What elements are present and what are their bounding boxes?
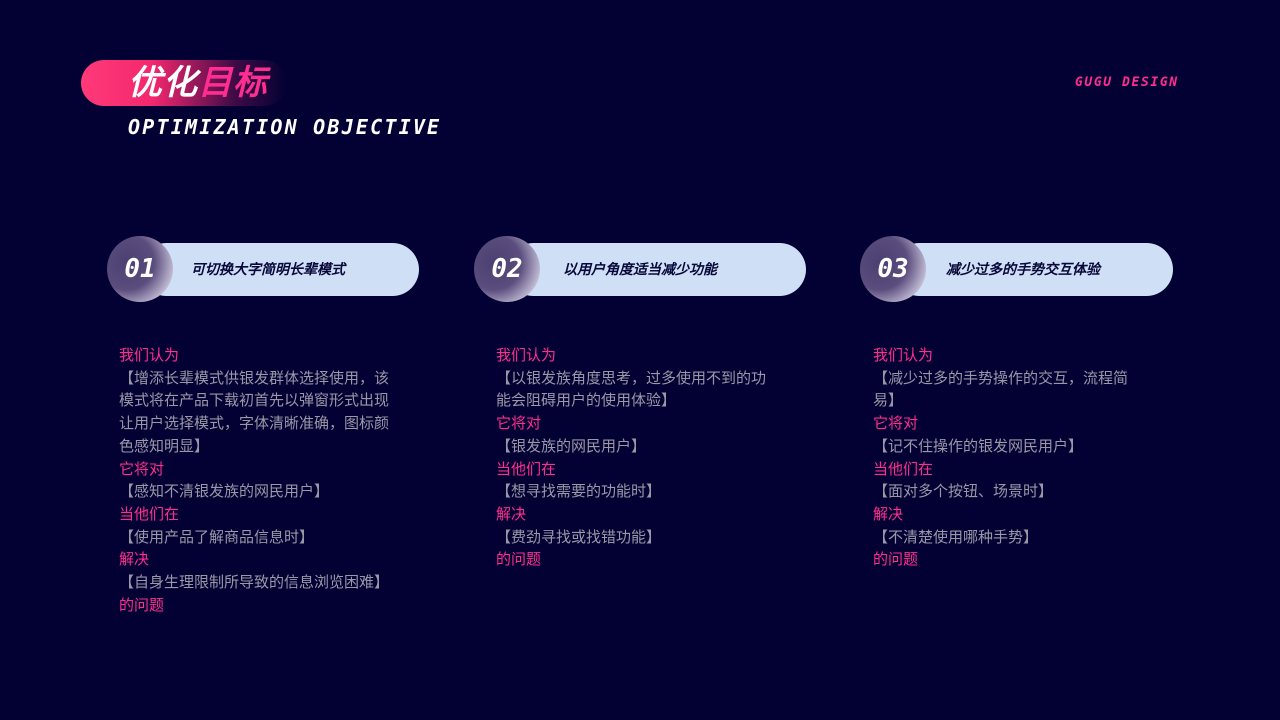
card-3-solve-text: 【不清楚使用哪种手势】 <box>873 527 1039 546</box>
card-2-we-think-line: 【以银发族角度思考，过多使用不到的功 <box>496 368 767 387</box>
card-3-we-think-label: 我们认为 <box>873 346 934 364</box>
page-title-part2: 目标 <box>198 63 268 103</box>
card-1-heading: 可切换大字简明长辈模式 <box>191 262 345 278</box>
card-2-solve-label: 解决 <box>496 504 527 523</box>
card-2-heading-pill <box>507 243 806 296</box>
card-1-number-circle <box>107 236 173 302</box>
title-accent-pill <box>81 60 287 106</box>
page-subtitle: OPTIMIZATION OBJECTIVE <box>128 115 442 139</box>
card-1-we-think-line: 模式将在产品下载初首先以弹窗形式出现 <box>119 391 390 410</box>
card-3-heading: 减少过多的手势交互体验 <box>946 262 1100 278</box>
card-2-when-label: 当他们在 <box>496 459 557 478</box>
card-2-heading: 以用户角度适当减少功能 <box>563 262 717 278</box>
page-title-part1: 优化 <box>128 63 198 103</box>
card-3-it-will-label: 它将对 <box>873 414 919 433</box>
card-3-when-label: 当他们在 <box>873 459 934 478</box>
card-3-number: 03 <box>877 254 909 284</box>
card-2-we-think-label: 我们认为 <box>496 346 557 364</box>
card-3-number-circle <box>860 236 926 302</box>
card-3-body: 我们认为 【减少过多的手势操作的交互，流程简 易】 它将对 【记不住操作的银发网… <box>873 344 1128 571</box>
card-3-solve-label: 解决 <box>873 504 904 523</box>
card-1-solve-label: 解决 <box>119 550 150 569</box>
card-3-we-think-line: 【减少过多的手势操作的交互，流程简 <box>873 368 1129 387</box>
card-1-when-label: 当他们在 <box>119 504 180 523</box>
card-1-when-text: 【使用产品了解商品信息时】 <box>119 527 315 546</box>
card-1-we-think-line: 让用户选择模式，字体清晰准确，图标颜 <box>119 414 390 433</box>
card-1-heading-pill <box>140 243 419 296</box>
card-2-we-think-line: 能会阻碍用户的使用体验】 <box>496 391 677 410</box>
card-3-it-will-text: 【记不住操作的银发网民用户】 <box>873 436 1084 455</box>
card-1-it-will-text: 【感知不清银发族的网民用户】 <box>119 482 330 501</box>
card-2-problem-label: 的问题 <box>496 550 542 569</box>
card-3-when-text: 【面对多个按钮、场景时】 <box>873 482 1054 501</box>
card-1-we-think-line: 【增添长辈模式供银发群体选择使用，该 <box>119 368 390 387</box>
card-2-it-will-text: 【银发族的网民用户】 <box>496 436 647 455</box>
card-2-number: 02 <box>491 254 523 284</box>
card-2-body: 我们认为 【以银发族角度思考，过多使用不到的功 能会阻碍用户的使用体验】 它将对… <box>496 344 766 571</box>
card-2-solve-text: 【费劲寻找或找错功能】 <box>496 527 662 546</box>
card-1-solve-text: 【自身生理限制所导致的信息浏览困难】 <box>119 573 390 592</box>
card-3-problem-label: 的问题 <box>873 550 919 569</box>
card-1-body: 我们认为 【增添长辈模式供银发群体选择使用，该 模式将在产品下载初首先以弹窗形式… <box>119 344 389 616</box>
card-2-when-text: 【想寻找需要的功能时】 <box>496 482 662 501</box>
card-1-it-will-label: 它将对 <box>119 459 165 478</box>
card-1-problem-label: 的问题 <box>119 595 165 614</box>
card-1-number: 01 <box>124 254 156 284</box>
card-1-we-think-label: 我们认为 <box>119 346 180 364</box>
page-title: 优化目标 <box>128 62 268 104</box>
card-2-it-will-label: 它将对 <box>496 414 542 433</box>
card-3-heading-pill <box>893 243 1173 296</box>
card-1-we-think-line: 色感知明显】 <box>119 436 210 455</box>
brand-label: GUGU DESIGN <box>1075 75 1179 90</box>
card-2-number-circle <box>474 236 540 302</box>
card-3-we-think-line: 易】 <box>873 391 904 410</box>
